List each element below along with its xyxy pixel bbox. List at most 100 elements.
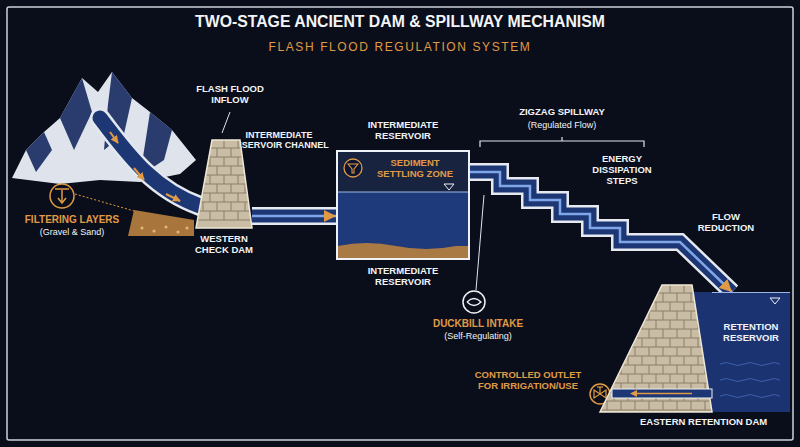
stone-joint (600, 356, 601, 365)
stone-joint (705, 401, 706, 410)
stone-joint (670, 320, 671, 329)
flow-arrow (110, 132, 118, 143)
stone-joint (607, 347, 608, 356)
stone-joint (670, 302, 671, 311)
stone-joint (698, 338, 699, 347)
stone-joint (614, 302, 615, 311)
stone-joint (635, 311, 636, 320)
channel-wall (470, 172, 732, 292)
stone-joint (238, 157, 239, 166)
stone-joint (635, 347, 636, 356)
stone-joint (691, 329, 692, 338)
stone-joint (663, 293, 664, 302)
gravel-dot (152, 229, 155, 232)
outlet-flow (636, 393, 692, 395)
outlet-pipe (612, 389, 712, 398)
stone-joint (224, 193, 225, 202)
water-level-mark (444, 184, 454, 190)
stone-joint (642, 374, 643, 383)
stone-joint (621, 293, 622, 302)
stone-joint (224, 211, 225, 220)
bracket (480, 137, 644, 147)
stone-joint (691, 347, 692, 356)
flow-label: FLASH FLOOD INFLOW (190, 84, 270, 106)
water-surface (712, 292, 790, 293)
node-label: EASTERN RETENTION DAM (640, 417, 767, 428)
gravel-dot (164, 225, 167, 228)
stone-joint (642, 284, 643, 293)
stone-joint (628, 320, 629, 329)
stone-joint (677, 365, 678, 374)
filtering-layers (128, 210, 194, 236)
stone-joint (210, 175, 211, 184)
stone-joint (691, 311, 692, 320)
river-bank (100, 118, 200, 206)
stone-joint (217, 184, 218, 193)
node-label: SEDIMENT SETTLING ZONE (366, 158, 464, 180)
node-label: WESTERN CHECK DAM (184, 234, 264, 256)
stone-joint (231, 148, 232, 157)
callout-label: DUCKBILL INTAKE (418, 318, 538, 330)
node-label: INTERMEDIATE RESERVOIR (353, 266, 453, 288)
flood-water (100, 118, 200, 206)
stone-joint (698, 374, 699, 383)
stone-joint (642, 356, 643, 365)
flow-connector (252, 215, 336, 218)
stone-joint (600, 293, 712, 294)
flow-label: FLOW REDUCTION (694, 212, 758, 234)
gravel-layer (128, 210, 194, 236)
check-dam: WESTERN CHECK DAM (196, 140, 252, 228)
stone-joint (607, 293, 608, 302)
stone-body (600, 285, 712, 412)
stone-joint (677, 311, 678, 320)
stone-joint (649, 347, 650, 356)
stone-joint (231, 202, 232, 211)
stone-joint (698, 356, 699, 365)
stone-joint (656, 284, 657, 293)
part-label: ENERGY DISSIPATION STEPS (580, 154, 664, 187)
funnel-icon (348, 164, 358, 173)
stone-joint (705, 347, 706, 356)
stone-joint (600, 302, 601, 311)
stone-joint (663, 311, 664, 320)
stone-joint (677, 401, 678, 410)
stone-joint (217, 202, 218, 211)
stone-joint (203, 202, 204, 211)
icon-line (597, 386, 603, 387)
leader-line (75, 194, 134, 211)
stone-joint (600, 392, 601, 401)
stone-joint (607, 365, 608, 374)
water-wave (720, 395, 780, 398)
stone-joint (600, 374, 601, 383)
stone-body (196, 140, 252, 228)
stone-joint (600, 284, 601, 293)
channel-water (252, 210, 336, 223)
node-shape (600, 285, 712, 412)
callout-note: (Gravel & Sand) (12, 227, 132, 237)
stone-joint (705, 311, 706, 320)
icon-ring (50, 184, 74, 208)
reservoir-water (338, 192, 468, 258)
stone-joint (663, 347, 664, 356)
stone-joint (635, 401, 636, 410)
stone-joint (684, 302, 685, 311)
stone-joint (670, 356, 671, 365)
stone-joint (245, 184, 246, 193)
sediment (338, 243, 468, 258)
water-surface (338, 192, 468, 193)
stone-joint (210, 211, 211, 220)
stone-joint (238, 175, 239, 184)
reservoir-wall (337, 151, 469, 259)
stone-joint (691, 293, 692, 302)
stone-joint (607, 311, 608, 320)
stone-joint (642, 302, 643, 311)
river-water (100, 118, 200, 206)
water-wave (720, 379, 780, 382)
title: TWO-STAGE ANCIENT DAM & SPILLWAY MECHANI… (0, 13, 800, 31)
stone-joint (203, 166, 204, 175)
stone-joint (621, 401, 622, 410)
stone-joint (670, 374, 671, 383)
stone-joint (705, 293, 706, 302)
stone-joint (231, 184, 232, 193)
stone-joint (238, 211, 239, 220)
